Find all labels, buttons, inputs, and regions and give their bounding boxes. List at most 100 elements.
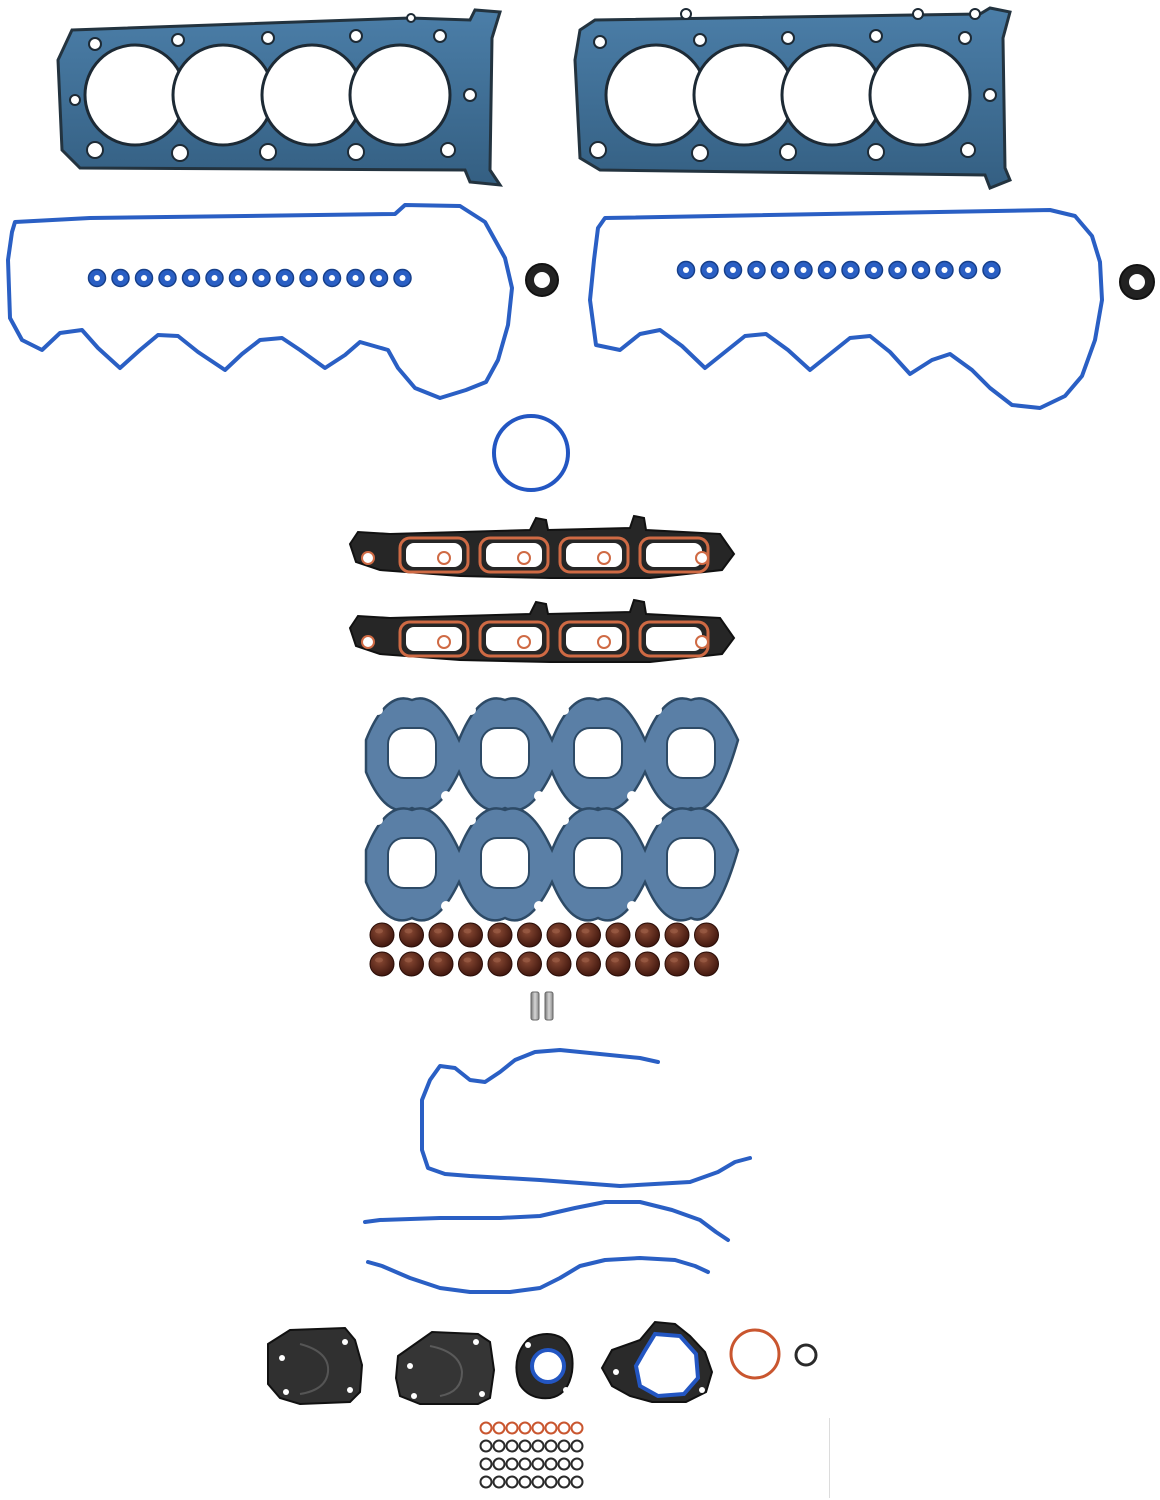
timing-cover-gasket-lower xyxy=(366,1256,710,1294)
large-o-ring xyxy=(492,414,570,492)
small-o-ring xyxy=(531,1457,545,1471)
small-o-ring xyxy=(492,1475,506,1489)
grommet-row-left xyxy=(87,268,412,288)
small-o-ring xyxy=(505,1475,519,1489)
valve-stem-seal-grid xyxy=(369,922,719,977)
grommet xyxy=(888,260,907,280)
small-o-ring xyxy=(557,1421,571,1435)
small-o-ring xyxy=(479,1457,493,1471)
grommet xyxy=(794,260,813,280)
intake-gasket-upper xyxy=(348,514,736,579)
head-gasket-left xyxy=(56,8,504,187)
grommet xyxy=(676,260,696,280)
grommet xyxy=(228,268,248,288)
small-o-ring xyxy=(531,1439,545,1453)
grommet xyxy=(322,268,342,288)
grommet xyxy=(958,260,978,280)
head-gasket-right xyxy=(573,6,1012,190)
valve-stem-seal xyxy=(399,951,424,977)
valve-stem-seal xyxy=(605,951,631,977)
small-o-ring xyxy=(492,1439,506,1453)
valve-stem-seal xyxy=(517,951,542,977)
water-outlet-gasket xyxy=(515,1333,574,1400)
small-o-ring xyxy=(557,1457,571,1471)
dowel-pins xyxy=(530,991,554,1021)
grommet xyxy=(369,268,389,288)
black-o-ring xyxy=(794,1343,818,1367)
small-o-ring xyxy=(479,1439,493,1453)
small-o-ring xyxy=(570,1457,584,1471)
small-o-ring xyxy=(518,1439,532,1453)
grommet xyxy=(393,268,412,288)
grommet xyxy=(181,268,201,288)
valve-stem-seal xyxy=(694,951,719,977)
valve-stem-seal xyxy=(664,922,690,948)
valve-stem-seal xyxy=(694,922,719,948)
grommet xyxy=(299,268,318,288)
grommet xyxy=(87,268,107,288)
valve-stem-seal xyxy=(428,922,454,948)
small-o-ring xyxy=(531,1421,545,1435)
grommet xyxy=(205,268,224,288)
valve-stem-seal xyxy=(487,951,513,977)
valve-stem-seal xyxy=(605,922,631,948)
valve-stem-seal xyxy=(576,951,601,977)
small-o-ring xyxy=(544,1439,558,1453)
small-o-ring xyxy=(544,1457,558,1471)
grommet xyxy=(275,268,295,288)
grommet xyxy=(158,268,177,288)
valve-cover-gasket-right xyxy=(588,208,1104,410)
grommet xyxy=(841,260,860,280)
grommet xyxy=(935,260,954,280)
valve-stem-seal xyxy=(546,951,572,977)
timing-cover-gasket-upper xyxy=(363,1200,730,1242)
small-o-ring xyxy=(570,1475,584,1489)
timing-cover-gasket-main xyxy=(420,1048,752,1188)
valve-stem-seal xyxy=(369,922,395,948)
grommet xyxy=(134,268,154,288)
small-o-ring xyxy=(505,1421,519,1435)
valve-stem-seal xyxy=(664,951,690,977)
grommet xyxy=(864,260,884,280)
small-o-ring xyxy=(518,1475,532,1489)
exhaust-gasket-lower xyxy=(364,807,740,922)
small-o-ring xyxy=(570,1421,584,1435)
grommet xyxy=(747,260,766,280)
thermostat-housing-gasket xyxy=(600,1320,714,1403)
grommet xyxy=(770,260,790,280)
exhaust-gasket-upper xyxy=(364,697,740,812)
valve-stem-seal xyxy=(487,922,513,948)
grommet xyxy=(723,260,743,280)
small-o-ring xyxy=(544,1421,558,1435)
grommet xyxy=(817,260,837,280)
small-o-ring xyxy=(518,1457,532,1471)
small-o-ring xyxy=(518,1421,532,1435)
orange-o-ring xyxy=(729,1328,781,1380)
valve-cover-gasket-left xyxy=(6,203,514,400)
cam-seal-left xyxy=(525,263,559,297)
valve-stem-seal xyxy=(546,922,572,948)
small-o-ring xyxy=(505,1439,519,1453)
oil-cooler-plate-right xyxy=(394,1330,496,1405)
valve-stem-seal xyxy=(576,922,601,948)
valve-stem-seal xyxy=(517,922,542,948)
valve-stem-seal xyxy=(369,951,395,977)
valve-stem-seal xyxy=(458,922,483,948)
small-o-ring xyxy=(479,1475,493,1489)
small-o-ring xyxy=(505,1457,519,1471)
small-o-ring xyxy=(479,1421,493,1435)
grommet xyxy=(111,268,130,288)
small-o-ring xyxy=(531,1475,545,1489)
grommet xyxy=(911,260,931,280)
cam-seal-right xyxy=(1119,264,1155,300)
oil-cooler-plate-left xyxy=(267,1326,364,1406)
grommet xyxy=(982,260,1001,280)
intake-gasket-lower xyxy=(348,598,736,663)
valve-stem-seal xyxy=(428,951,454,977)
grommet-row-right xyxy=(676,260,1001,280)
small-o-ring xyxy=(544,1475,558,1489)
valve-stem-seal xyxy=(458,951,483,977)
grommet xyxy=(700,260,719,280)
valve-stem-seal xyxy=(635,922,660,948)
